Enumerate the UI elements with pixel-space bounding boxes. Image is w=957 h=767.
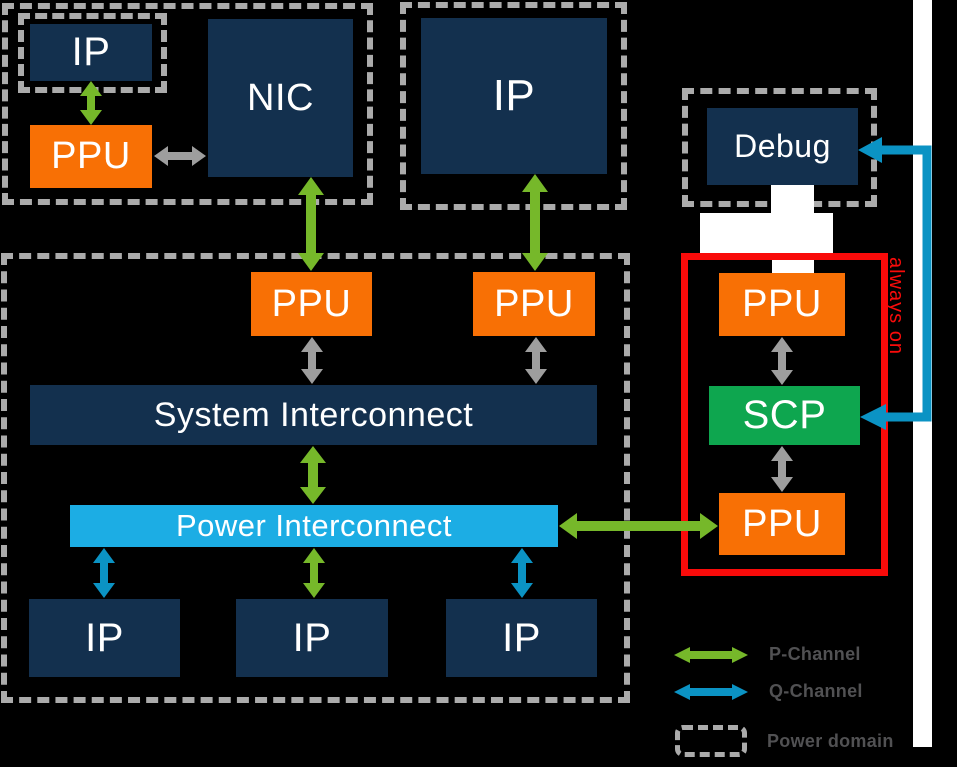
power-domain-label: Power domain [767,730,894,751]
ppu-box-center-right: PPU [473,272,595,336]
white-connector-segment-top [771,185,814,214]
arrow-power-interconnect-ip1 [93,548,115,598]
arrow-scp-ppu-bottom [771,446,793,492]
q-channel-arrow-shape [674,683,748,700]
ip-box-bottom-2: IP [236,599,388,677]
power-domain-icon [675,725,747,757]
white-connector-segment-middle [700,213,833,253]
debug-box: Debug [707,108,858,185]
arrow-power-interconnect-ip2 [303,548,325,598]
legend-item-power-domain: Power domain [675,725,894,757]
ip-box-top-right: IP [421,18,607,174]
white-connector-segment-bottom [772,258,814,274]
ppu-box-always-on-bottom: PPU [719,493,845,555]
debug-link-arrowhead-icon [858,137,882,163]
arrow-ppu-left-system-interconnect [301,337,323,384]
arrow-nic-ppu-center-left [298,177,324,271]
q-channel-label: Q-Channel [769,681,863,701]
nic-box: NIC [208,19,353,177]
legend-item-p-channel: P-Channel [673,644,861,665]
scp-link-arrowhead-icon [860,404,886,430]
legend-item-q-channel: Q-Channel [673,681,863,702]
ip-box-bottom-3: IP [446,599,597,677]
power-interconnect-bar: Power Interconnect [70,505,558,547]
always-on-label: always on [885,257,907,355]
ppu-box-center-left: PPU [251,272,372,336]
ip-box-top-left: IP [30,24,152,81]
arrow-power-interconnect-ip3 [511,548,533,598]
power-domain-top-middle [400,2,627,210]
arrow-ppu-right-system-interconnect [525,337,547,384]
arrow-ip-ppu-center-right [522,174,548,271]
arrow-ppu-nic [154,146,206,166]
arrow-ppu-scp-top [771,337,793,385]
q-channel-arrow-icon [674,683,748,700]
arrow-power-interconnect-ppu-always-on [559,513,718,539]
p-channel-arrow-shape [674,646,748,663]
p-channel-label: P-Channel [769,644,861,664]
scp-box: SCP [709,386,860,445]
p-channel-arrow-icon [674,646,748,663]
ip-box-bottom-1: IP [29,599,180,677]
power-domain-top-left [2,3,373,205]
ppu-box-top-left: PPU [30,125,152,188]
arrow-system-power-interconnect [300,446,326,504]
debug-scp-qchannel-link-line [878,145,932,422]
arrow-ip-ppu-top-left [80,81,102,125]
system-interconnect-bar: System Interconnect [30,385,597,445]
ppu-box-always-on-top: PPU [719,273,845,336]
